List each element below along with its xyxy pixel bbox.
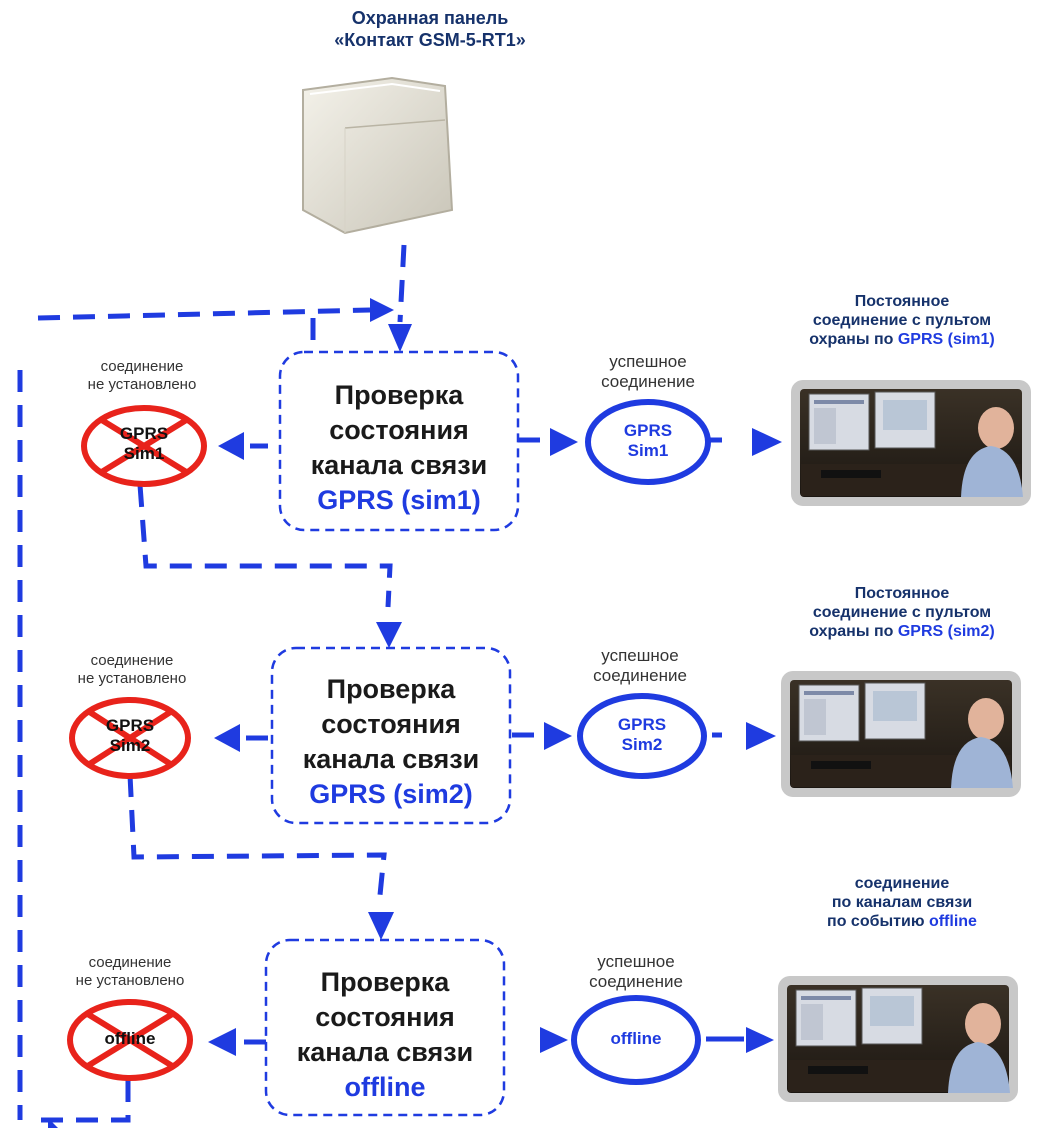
fail-label-line-2: не установлено	[75, 972, 185, 989]
fail-label-1: соединение не установлено	[62, 358, 222, 394]
result-line-1: соединение	[854, 875, 950, 892]
fail-badge-line-1: GPRS	[119, 424, 169, 443]
result-line-3-highlight: GPRS (sim2)	[897, 623, 995, 641]
check-box-offline	[264, 938, 506, 1117]
check-line-3: канала связи	[310, 450, 488, 481]
success-badge-line-1: offline	[610, 1029, 662, 1048]
success-badges	[571, 399, 711, 1085]
check-line-3: канала связи	[296, 1037, 474, 1068]
success-label-line-2: соединение	[601, 372, 695, 392]
success-badge-line-1: GPRS	[617, 715, 667, 734]
success-badge-2-text: GPRS Sim2	[592, 715, 692, 756]
check-line-1: Проверка	[326, 674, 456, 704]
success-label-line-2: соединение	[589, 972, 683, 992]
check-line-1: Проверка	[320, 967, 450, 997]
result-2: Постоянное соединение с пультом охраны п…	[767, 584, 1037, 642]
result-line-2: соединение с пультом	[812, 604, 992, 622]
check-box-sim1	[278, 350, 520, 532]
check-boxes	[264, 350, 520, 1117]
check-line-2: состояния	[329, 415, 469, 446]
result-line-2: соединение с пультом	[812, 312, 992, 330]
fail-label-line-1: соединение	[90, 652, 174, 669]
result-line-3-prefix: охраны по	[809, 623, 894, 641]
fail-label-line-2: не установлено	[77, 670, 187, 687]
check-channel: offline	[344, 1072, 426, 1103]
success-label-line-1: успешное	[609, 352, 687, 371]
result-line-2: по каналам связи	[831, 894, 973, 912]
check-line-2: состояния	[321, 709, 461, 740]
fail-badge-line-2: Sim2	[109, 736, 151, 756]
fail-label-2: соединение не установлено	[52, 652, 212, 688]
success-badge-1-text: GPRS Sim1	[598, 421, 698, 462]
check-box-sim2	[270, 646, 512, 825]
check-channel: GPRS (sim1)	[317, 485, 481, 516]
fail-label-3: соединение не установлено	[50, 954, 210, 990]
fail-badge-line-1: GPRS	[105, 716, 155, 735]
result-1: Постоянное соединение с пультом охраны п…	[767, 292, 1037, 350]
check-channel: GPRS (sim2)	[309, 779, 473, 810]
result-line-3-highlight: offline	[928, 913, 977, 931]
result-line-3: охраны по GPRS (sim2)	[767, 622, 1037, 641]
success-label-line-1: успешное	[601, 646, 679, 665]
success-label-1: успешное соединение	[578, 352, 718, 393]
result-line-3: охраны по GPRS (sim1)	[767, 330, 1037, 349]
success-label-2: успешное соединение	[570, 646, 710, 687]
success-badge-sim2-icon	[577, 693, 707, 779]
fail-badge-line-2: Sim1	[123, 444, 165, 464]
fail-badge-offline-icon	[67, 999, 193, 1081]
success-label-3: успешное соединение	[566, 952, 706, 993]
security-panel-device-image	[302, 76, 454, 235]
check-line-2: состояния	[315, 1002, 455, 1033]
fail-badges	[67, 405, 207, 1081]
flow-connectors	[17, 244, 722, 1123]
success-badge-sim1-icon	[585, 399, 711, 485]
fail-badge-sim2-icon	[69, 697, 191, 779]
arrowheads	[48, 298, 782, 1128]
success-badge-offline-icon	[571, 995, 701, 1085]
success-label-line-1: успешное	[597, 952, 675, 971]
result-line-1: Постоянное	[854, 585, 950, 602]
fail-badge-2-text: GPRS Sim2	[80, 716, 180, 757]
check-step-1: Проверка состояния канала связи GPRS (si…	[280, 378, 518, 518]
result-line-3-prefix: по событию	[827, 913, 925, 931]
check-line-1: Проверка	[334, 380, 464, 410]
fail-badge-line-1: offline	[104, 1029, 156, 1048]
fail-badge-sim1-icon	[81, 405, 207, 487]
check-line-3: канала связи	[302, 744, 480, 775]
result-3: соединение по каналам связи по событию o…	[767, 874, 1037, 932]
result-line-1: Постоянное	[854, 293, 950, 310]
title-line-1: Охранная панель	[351, 8, 509, 28]
result-line-3-prefix: охраны по	[809, 331, 894, 349]
fail-badge-1-text: GPRS Sim1	[94, 424, 194, 465]
success-badge-3-text: offline	[586, 1029, 686, 1049]
result-line-3-highlight: GPRS (sim1)	[897, 331, 995, 349]
fail-badge-3-text: offline	[80, 1029, 180, 1049]
success-badge-line-2: Sim1	[627, 441, 669, 461]
fail-label-line-1: соединение	[88, 954, 172, 971]
result-line-3: по событию offline	[767, 912, 1037, 931]
diagram-title: Охранная панель «Контакт GSM-5-RT1»	[300, 8, 560, 51]
success-label-line-2: соединение	[593, 666, 687, 686]
title-line-2: «Контакт GSM-5-RT1»	[334, 29, 526, 50]
operator-console-photo-3	[777, 975, 1019, 1103]
operator-console-photo-1	[790, 379, 1032, 507]
operator-console-photo-2	[780, 670, 1022, 798]
check-step-3: Проверка состояния канала связи offline	[266, 965, 504, 1105]
check-step-2: Проверка состояния канала связи GPRS (si…	[272, 672, 510, 812]
fail-label-line-2: не установлено	[87, 376, 197, 393]
fail-label-line-1: соединение	[100, 358, 184, 375]
success-badge-line-2: Sim2	[621, 735, 663, 755]
success-badge-line-1: GPRS	[623, 421, 673, 440]
